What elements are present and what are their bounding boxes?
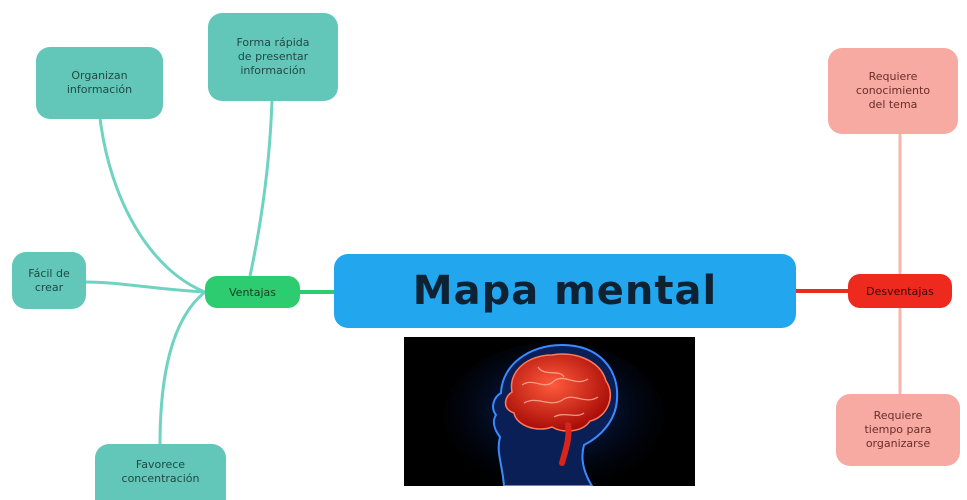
node-label: Forma rápida de presentar información [236, 36, 310, 77]
link-ventajas-facil [84, 280, 206, 294]
node-organizan-informacion[interactable]: Organizan información [36, 47, 163, 119]
link-ventajas-favorece [158, 290, 206, 446]
node-label: Fácil de crear [28, 266, 70, 294]
node-forma-rapida[interactable]: Forma rápida de presentar información [208, 13, 338, 101]
node-requiere-conocimiento[interactable]: Requiere conocimiento del tema [828, 48, 958, 134]
node-label: Requiere tiempo para organizarse [864, 409, 932, 450]
brain-head-icon [404, 337, 695, 486]
node-label: Favorece concentración [121, 458, 200, 485]
page-title: Mapa mental [412, 268, 718, 314]
node-mapa-mental[interactable]: Mapa mental [334, 254, 796, 328]
brain-image [404, 337, 695, 486]
node-label: Ventajas [229, 285, 276, 299]
link-ventajas-forma [248, 99, 274, 277]
node-favorece-concentracion[interactable]: Favorece concentración [95, 444, 226, 500]
node-requiere-tiempo[interactable]: Requiere tiempo para organizarse [836, 394, 960, 466]
link-ventajas-organizan [98, 117, 206, 294]
node-desventajas[interactable]: Desventajas [848, 274, 952, 308]
node-label: Requiere conocimiento del tema [855, 70, 931, 111]
node-ventajas[interactable]: Ventajas [205, 276, 300, 308]
node-label: Desventajas [866, 284, 934, 298]
node-facil-crear[interactable]: Fácil de crear [12, 252, 86, 309]
node-label: Organizan información [66, 69, 133, 96]
